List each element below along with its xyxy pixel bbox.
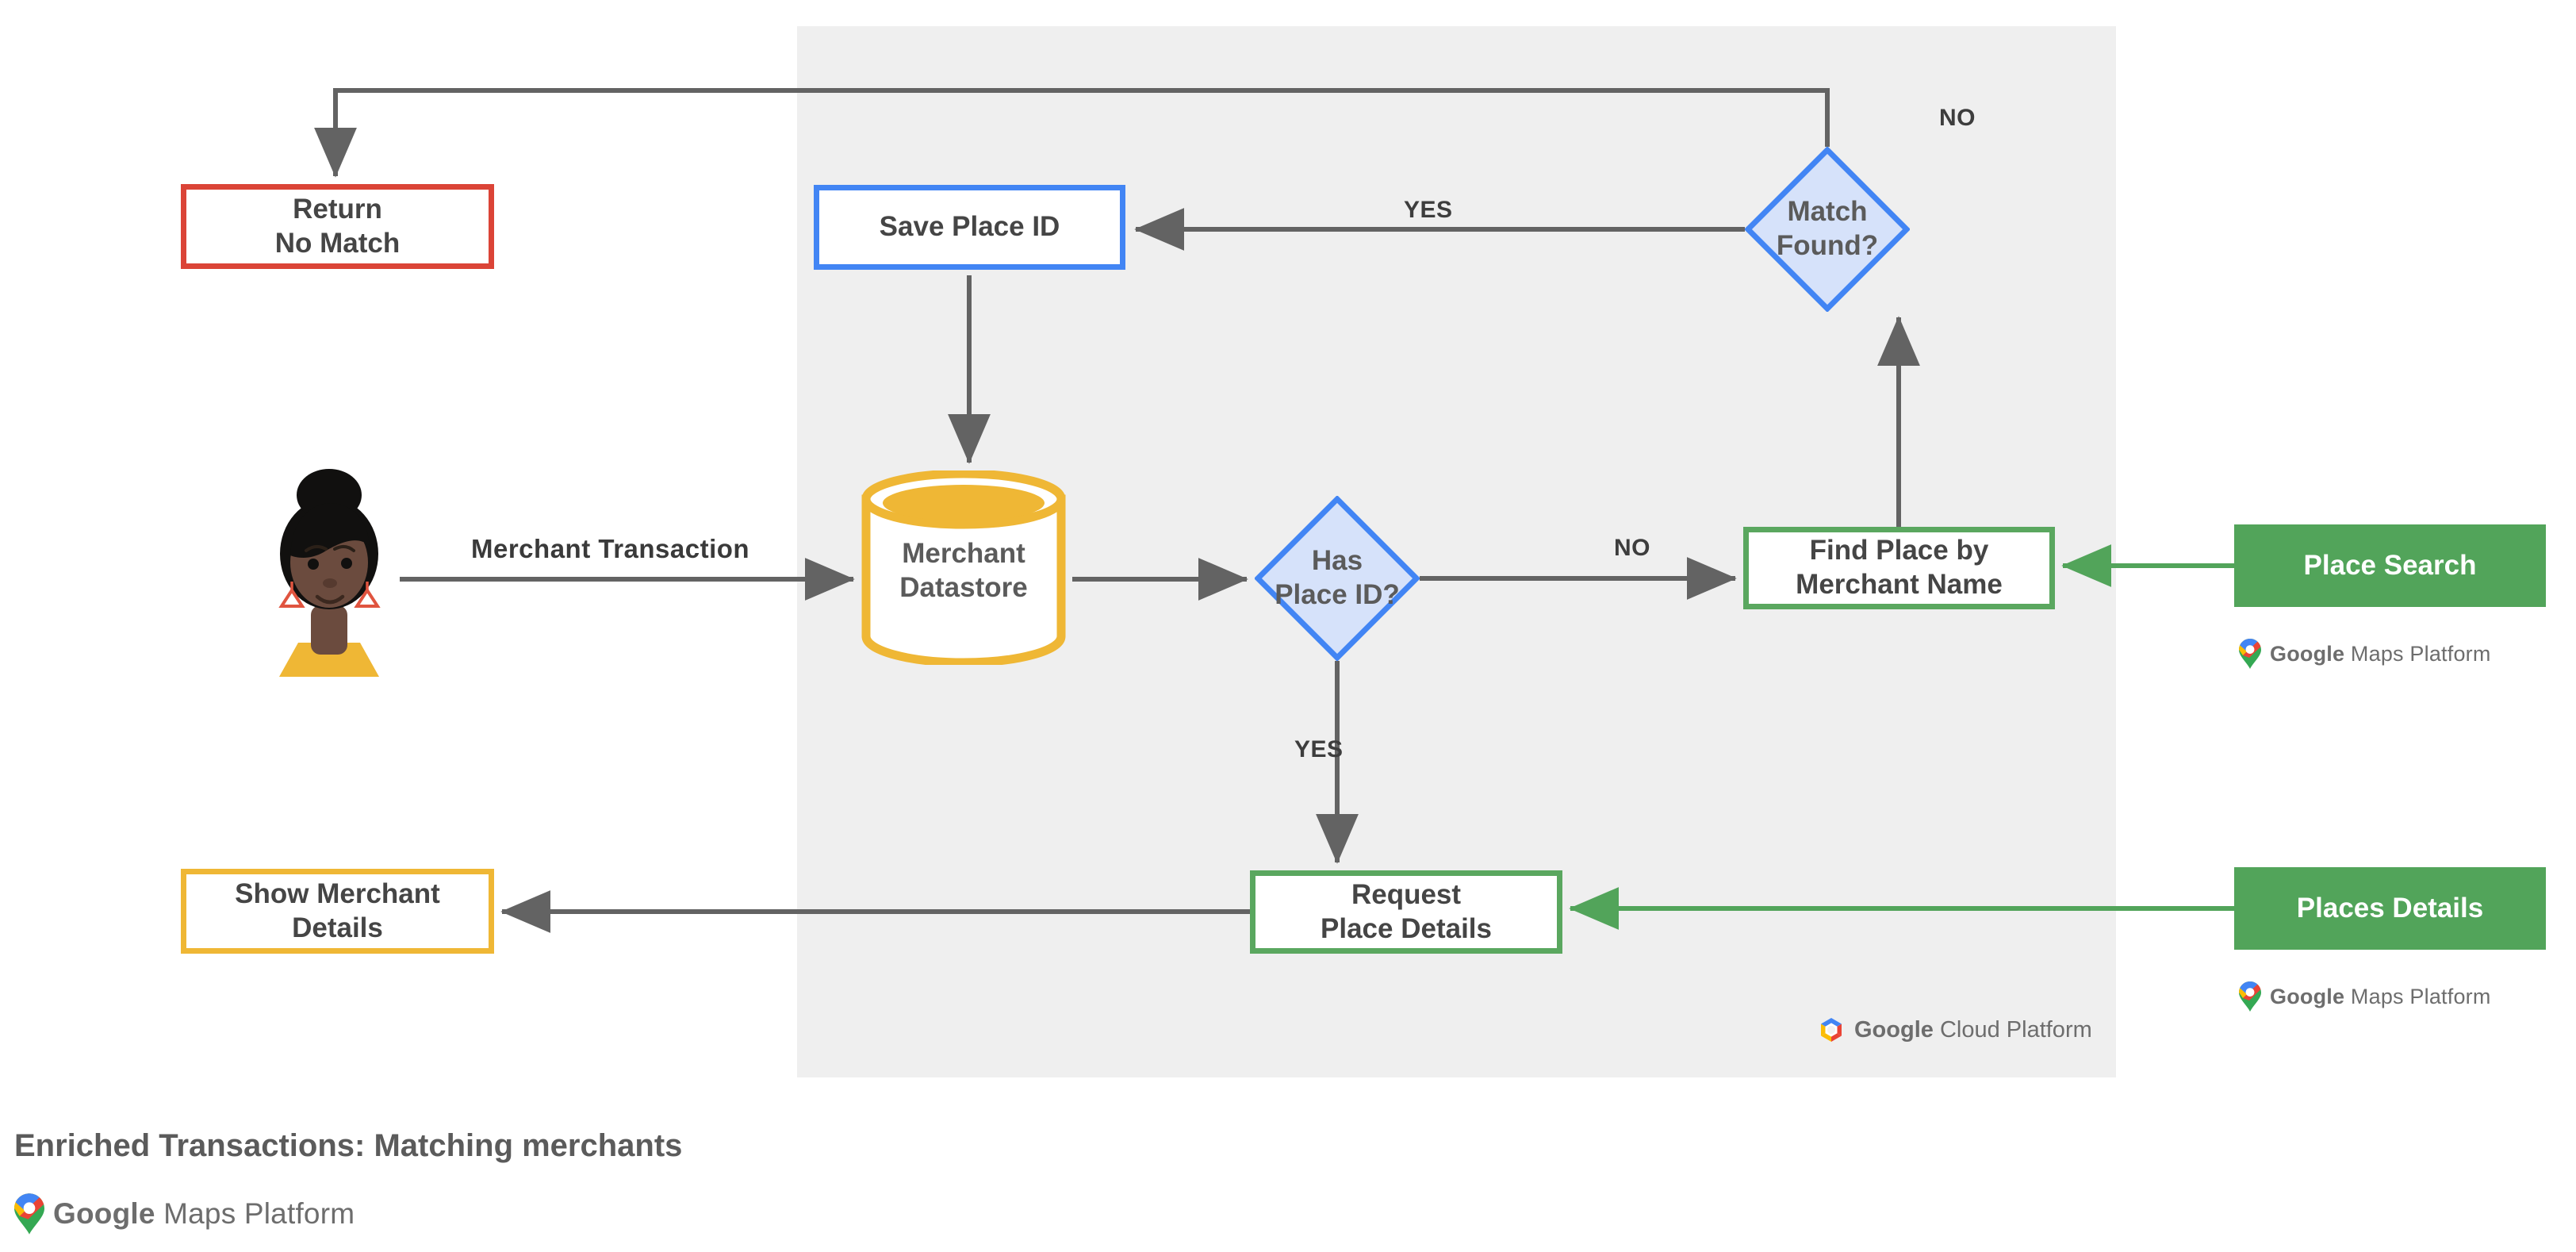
datastore-merchant-label: Merchant Datastore (899, 538, 1028, 603)
node-show-merchant-details-label: Show Merchant Details (235, 878, 440, 943)
chip-places-details[interactable]: Places Details (2234, 867, 2546, 950)
google-maps-platform-wordmark: Google Maps Platform (2270, 984, 2491, 1008)
edge-label-yes-has-place-id: YES (1294, 736, 1344, 762)
google-cloud-hexagon-icon (1821, 1018, 1842, 1042)
google-cloud-platform-wordmark: Google Cloud Platform (1854, 1016, 2092, 1043)
google-maps-platform-wordmark: Google Maps Platform (2270, 641, 2491, 666)
chip-places-details-label: Places Details (2296, 893, 2484, 924)
google-cloud-platform-lockup: Google Cloud Platform (1818, 1016, 2092, 1043)
google-maps-platform-lockup-footer: Google Maps Platform (14, 1193, 355, 1235)
edge-label-no-has-place-id: NO (1614, 535, 1650, 561)
decision-has-place-id-label: Has Place ID? (1275, 545, 1400, 610)
node-save-place-id-label: Save Place ID (879, 211, 1060, 243)
google-maps-platform-wordmark: Google Maps Platform (53, 1197, 355, 1230)
decision-has-place-id[interactable]: Has Place ID? (1254, 495, 1420, 662)
datastore-merchant[interactable]: Merchant Datastore (861, 469, 1066, 667)
node-show-merchant-details[interactable]: Show Merchant Details (181, 869, 494, 954)
node-find-place-by-merchant-name[interactable]: Find Place by Merchant Name (1743, 527, 2055, 609)
google-maps-pin-icon (14, 1193, 44, 1235)
node-request-place-details[interactable]: Request Place Details (1250, 870, 1562, 954)
diagram-caption: Enriched Transactions: Matching merchant… (14, 1128, 683, 1163)
edge-label-yes-match-found: YES (1404, 197, 1453, 223)
node-return-no-match[interactable]: Return No Match (181, 184, 494, 269)
node-return-no-match-label: Return No Match (274, 193, 401, 259)
google-maps-pin-icon (2239, 639, 2261, 669)
decision-match-found-label: Match Found? (1776, 196, 1879, 261)
node-request-place-details-label: Request Place Details (1321, 878, 1492, 944)
merchant-customer-avatar (278, 469, 381, 677)
chip-place-search[interactable]: Place Search (2234, 524, 2546, 607)
node-save-place-id[interactable]: Save Place ID (814, 185, 1125, 270)
google-maps-platform-lockup-place-search: Google Maps Platform (2239, 639, 2491, 669)
edge-label-merchant-transaction: Merchant Transaction (471, 534, 750, 563)
decision-match-found[interactable]: Match Found? (1744, 146, 1911, 313)
chip-place-search-label: Place Search (2303, 550, 2477, 581)
google-maps-platform-lockup-places-details: Google Maps Platform (2239, 981, 2491, 1012)
edge-label-no-match-found: NO (1939, 105, 1976, 131)
google-maps-pin-icon (2239, 981, 2261, 1012)
node-find-place-label: Find Place by Merchant Name (1796, 535, 2003, 600)
